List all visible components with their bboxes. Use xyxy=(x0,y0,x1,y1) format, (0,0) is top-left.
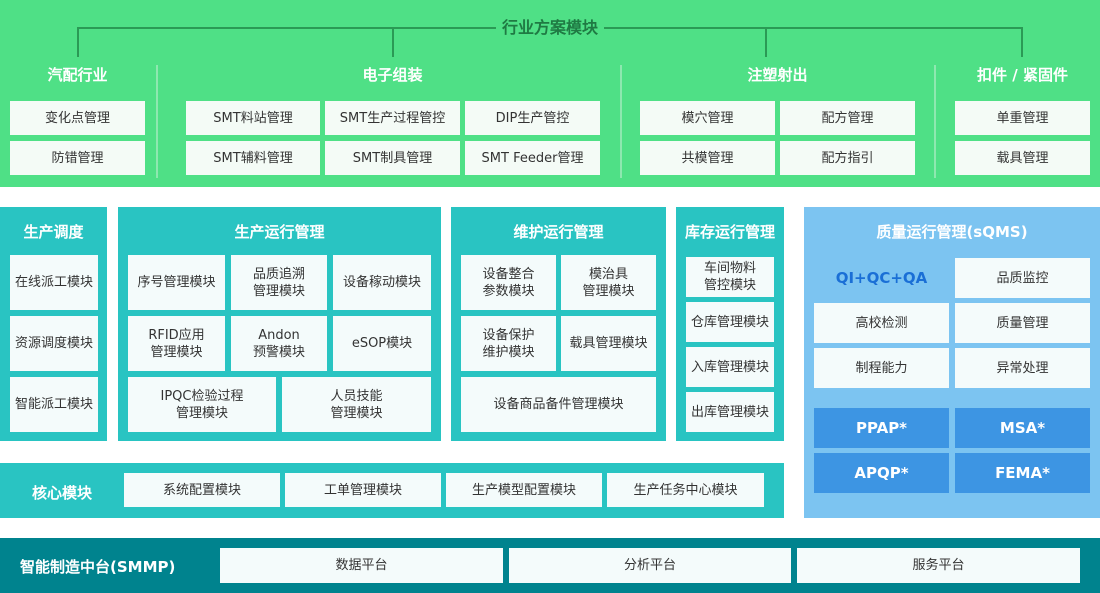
module-task-center[interactable]: 生产任务中心模块 xyxy=(607,473,764,507)
module-smt-feeder[interactable]: SMT Feeder管理 xyxy=(465,141,600,175)
module-smt-auxiliary[interactable]: SMT辅料管理 xyxy=(186,141,320,175)
group-title-auto-parts: 汽配行业 xyxy=(47,66,108,84)
module-equipment-maintenance[interactable]: 设备保护 维护模块 xyxy=(461,316,556,371)
module-andon[interactable]: Andon 预警模块 xyxy=(231,316,327,371)
tool-msa[interactable]: MSA* xyxy=(955,408,1090,448)
tree-connector-electronics xyxy=(392,27,394,57)
tool-apqp[interactable]: APQP* xyxy=(814,453,949,493)
module-rfid[interactable]: RFID应用 管理模块 xyxy=(128,316,225,371)
module-smt-process-control[interactable]: SMT生产过程管控 xyxy=(325,101,460,135)
module-quality-management[interactable]: 质量管理 xyxy=(955,303,1090,343)
module-production-model[interactable]: 生产模型配置模块 xyxy=(446,473,602,507)
module-outbound[interactable]: 出库管理模块 xyxy=(686,392,774,432)
group-divider xyxy=(156,65,158,178)
group-title-injection: 注塑射出 xyxy=(747,66,808,84)
module-recipe-guide[interactable]: 配方指引 xyxy=(780,141,915,175)
module-exception-handling[interactable]: 异常处理 xyxy=(955,348,1090,388)
module-dip-control[interactable]: DIP生产管控 xyxy=(465,101,600,135)
module-efficient-inspection[interactable]: 高校检测 xyxy=(814,303,949,343)
module-error-proofing[interactable]: 防错管理 xyxy=(10,141,145,175)
production-ops-panel: 生产运行管理 序号管理模块 品质追溯 管理模块 设备稼动模块 RFID应用 管理… xyxy=(118,207,441,441)
platform-services[interactable]: 服务平台 xyxy=(797,548,1080,583)
module-system-config[interactable]: 系统配置模块 xyxy=(124,473,280,507)
panel-title: 生产运行管理 xyxy=(234,223,325,241)
module-smt-fixture[interactable]: SMT制具管理 xyxy=(325,141,460,175)
module-warehouse[interactable]: 仓库管理模块 xyxy=(686,302,774,342)
module-inbound[interactable]: 入库管理模块 xyxy=(686,347,774,387)
tree-connector-auto xyxy=(77,27,79,57)
production-scheduling-panel: 生产调度 在线派工模块 资源调度模块 智能派工模块 xyxy=(0,207,107,441)
tool-fema[interactable]: FEMA* xyxy=(955,453,1090,493)
panel-title: 质量运行管理(sQMS) xyxy=(876,223,1028,241)
group-divider xyxy=(934,65,936,178)
module-mold-fixture[interactable]: 模治具 管理模块 xyxy=(561,255,656,310)
module-spare-parts[interactable]: 设备商品备件管理模块 xyxy=(461,377,656,432)
module-smt-feeder-station[interactable]: SMT料站管理 xyxy=(186,101,320,135)
module-equipment-utilization[interactable]: 设备稼动模块 xyxy=(333,255,431,310)
maintenance-ops-panel: 维护运行管理 设备整合 参数模块 模治具 管理模块 设备保护 维护模块 载具管理… xyxy=(451,207,666,441)
module-quality-trace[interactable]: 品质追溯 管理模块 xyxy=(231,255,327,310)
module-workshop-material[interactable]: 车间物料 管控模块 xyxy=(686,257,774,297)
core-modules-bar: 核心模块 系统配置模块 工单管理模块 生产模型配置模块 生产任务中心模块 xyxy=(0,463,784,518)
inventory-ops-panel: 库存运行管理 车间物料 管控模块 仓库管理模块 入库管理模块 出库管理模块 xyxy=(676,207,784,441)
module-equipment-params[interactable]: 设备整合 参数模块 xyxy=(461,255,556,310)
group-title-electronics: 电子组装 xyxy=(362,66,423,84)
tree-connector-fastener xyxy=(1021,27,1023,57)
platform-analytics[interactable]: 分析平台 xyxy=(509,548,791,583)
group-title-fastener: 扣件 / 紧固件 xyxy=(977,66,1068,84)
module-online-dispatch[interactable]: 在线派工模块 xyxy=(10,255,98,310)
panel-title: 维护运行管理 xyxy=(513,223,604,241)
module-ipqc[interactable]: IPQC检验过程 管理模块 xyxy=(128,377,276,432)
module-quality-monitoring[interactable]: 品质监控 xyxy=(955,258,1090,298)
quality-ops-panel: 质量运行管理(sQMS) QI+QC+QA 品质监控 高校检测 质量管理 制程能… xyxy=(804,207,1100,518)
module-cavity[interactable]: 模穴管理 xyxy=(640,101,775,135)
module-shared-mold[interactable]: 共模管理 xyxy=(640,141,775,175)
module-change-point[interactable]: 变化点管理 xyxy=(10,101,145,135)
group-divider xyxy=(620,65,622,178)
industry-title: 行业方案模块 xyxy=(0,14,1100,38)
module-resource-scheduling[interactable]: 资源调度模块 xyxy=(10,316,98,371)
module-carrier[interactable]: 载具管理 xyxy=(955,141,1090,175)
panel-title: 库存运行管理 xyxy=(684,223,775,241)
module-recipe[interactable]: 配方管理 xyxy=(780,101,915,135)
industry-solutions-section: 行业方案模块 汽配行业 电子组装 注塑射出 扣件 / 紧固件 变化点管理 防错管… xyxy=(0,0,1100,187)
tree-connector-injection xyxy=(765,27,767,57)
panel-title: 生产调度 xyxy=(23,223,84,241)
module-carrier-management[interactable]: 载具管理模块 xyxy=(561,316,656,371)
module-staff-skills[interactable]: 人员技能 管理模块 xyxy=(282,377,431,432)
module-process-capability[interactable]: 制程能力 xyxy=(814,348,949,388)
platform-title: 智能制造中台(SMMP) xyxy=(20,558,176,576)
module-esop[interactable]: eSOP模块 xyxy=(333,316,431,371)
qi-qc-qa-label: QI+QC+QA xyxy=(835,269,928,287)
module-unit-weight[interactable]: 单重管理 xyxy=(955,101,1090,135)
module-work-order[interactable]: 工单管理模块 xyxy=(285,473,441,507)
tool-ppap[interactable]: PPAP* xyxy=(814,408,949,448)
smart-manufacturing-platform-bar: 智能制造中台(SMMP) 数据平台 分析平台 服务平台 xyxy=(0,538,1100,593)
module-serial-number[interactable]: 序号管理模块 xyxy=(128,255,225,310)
platform-data[interactable]: 数据平台 xyxy=(220,548,503,583)
core-title: 核心模块 xyxy=(31,484,92,502)
module-smart-dispatch[interactable]: 智能派工模块 xyxy=(10,377,98,432)
